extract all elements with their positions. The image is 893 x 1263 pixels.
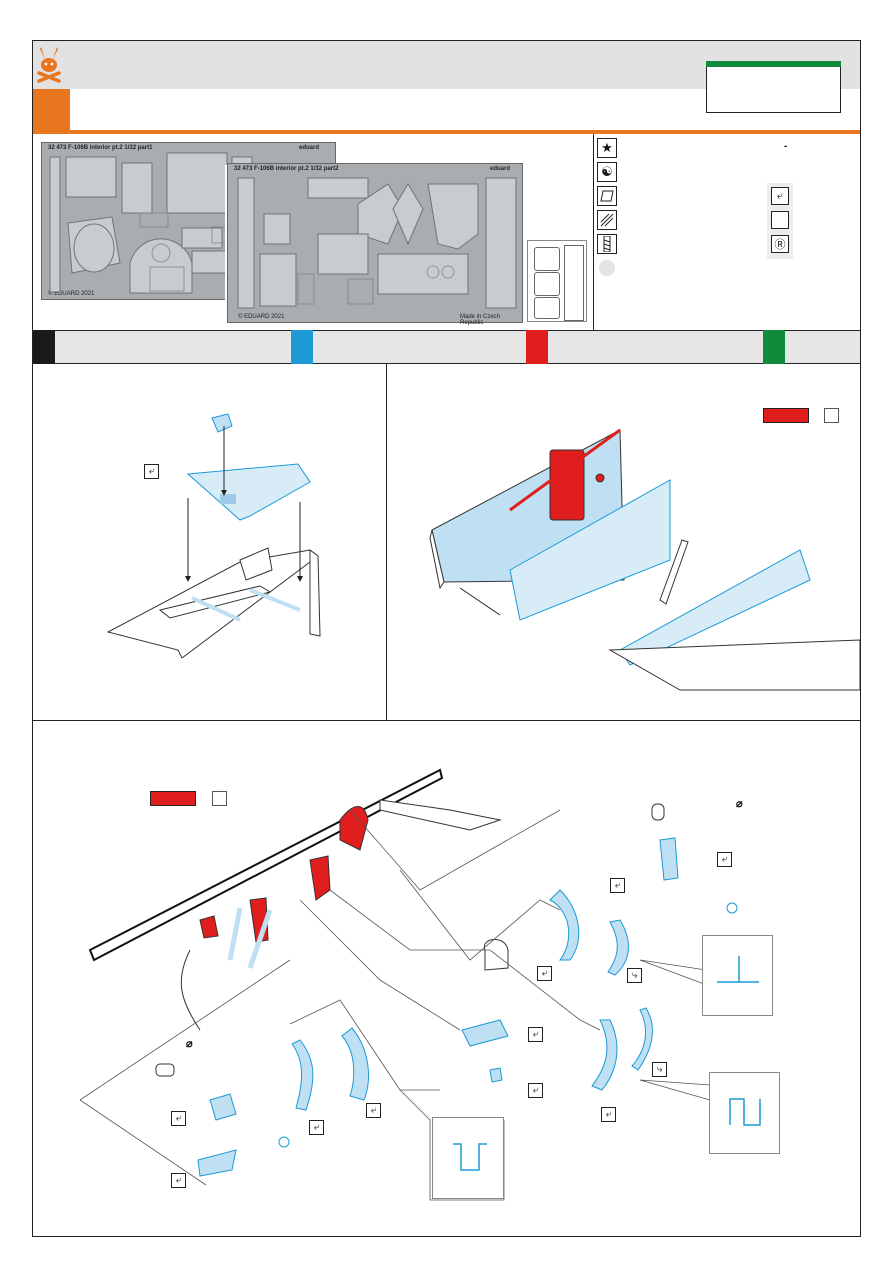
fold-step-3f: ⤷	[652, 1062, 667, 1077]
detail-callout-t	[702, 935, 773, 1016]
blue-swatch	[291, 330, 313, 364]
paint-icon-3	[212, 791, 227, 806]
fret2-brand: eduard	[490, 166, 511, 172]
fold-step-3c: ⤶	[537, 966, 552, 981]
title-box	[706, 61, 841, 113]
fold-step-3a: ⤶	[717, 852, 732, 867]
fold-step-1: ⤶	[144, 464, 159, 479]
file-icon	[597, 210, 617, 230]
fret2-code: 32 473	[234, 166, 253, 172]
fret2-made-in: Made in Czech Republic	[460, 314, 501, 326]
fold-step-3i: ⤶	[366, 1103, 381, 1118]
section-divider	[593, 134, 594, 330]
yin-yang-icon: ☯	[597, 162, 617, 182]
fret1-code: 32 473	[48, 145, 67, 151]
fold-step-3b: ⤶	[610, 878, 625, 893]
remove-icon: Ⓡ	[771, 235, 789, 253]
fret2-scale: 1/32	[310, 166, 323, 172]
detail-callout-u	[432, 1117, 504, 1199]
fret1-parts-art	[49, 152, 253, 294]
fret1-copyright: © EDUARD 2021	[48, 291, 95, 297]
grey-dot-icon	[599, 260, 615, 276]
detail-callout-step	[709, 1072, 780, 1154]
fold-step-3k: ⤶	[171, 1111, 186, 1126]
legend-mark: -	[784, 141, 788, 152]
page-frame	[32, 40, 861, 1237]
header-divider	[33, 130, 860, 134]
green-swatch	[763, 330, 785, 364]
step-marker-block	[33, 89, 70, 131]
fold-step-3g: ⤶	[528, 1083, 543, 1098]
fret-part2: 32 473 F-106B interior pt.2 1/32 part2 e…	[227, 163, 523, 326]
fret2-copyright: © EDUARD 2021	[238, 314, 285, 320]
blank-icon	[771, 211, 789, 229]
step3-cockpit-sill-assembly	[80, 768, 738, 1201]
fold-step-3e: ⤶	[528, 1027, 543, 1042]
diameter-mark-left: ⌀	[186, 1038, 193, 1050]
red-paint-chip-3	[150, 791, 196, 806]
step2-side-panel	[429, 428, 860, 691]
red-swatch	[526, 330, 548, 364]
fold-step-3d: ⤷	[627, 968, 642, 983]
fret1-part: part1	[137, 145, 153, 151]
step-divider-h	[33, 720, 860, 721]
black-swatch	[33, 330, 55, 364]
step1-floor-assembly	[106, 413, 321, 659]
fret1-scale: 1/32	[124, 145, 137, 151]
title-box-stripe	[706, 61, 841, 67]
fold-step-3h: ⤶	[601, 1107, 616, 1122]
fold-step-3l: ⤶	[171, 1173, 186, 1188]
color-strip	[33, 330, 860, 364]
fret2-parts-art	[237, 177, 517, 309]
film-sheet	[527, 240, 587, 322]
star-icon: ★	[597, 138, 617, 158]
fret2-title: F-106B interior pt.2	[254, 166, 309, 172]
eduard-logo	[36, 45, 62, 85]
fret1-title: F-106B interior pt.2	[68, 145, 123, 151]
fold-icon: ⤶	[771, 187, 789, 205]
diameter-mark-right: ⌀	[736, 798, 743, 810]
fold-step-3j: ⤶	[309, 1120, 324, 1135]
red-paint-chip-2	[763, 408, 809, 423]
drill-icon	[597, 234, 617, 254]
fret-part1: 32 473 F-106B interior pt.2 1/32 part1 e…	[41, 142, 336, 300]
paint-icon	[597, 186, 617, 206]
fret2-part: part2	[323, 166, 339, 172]
step-divider-v	[386, 364, 387, 721]
paint-icon-2	[824, 408, 839, 423]
fret1-brand: eduard	[299, 145, 320, 151]
